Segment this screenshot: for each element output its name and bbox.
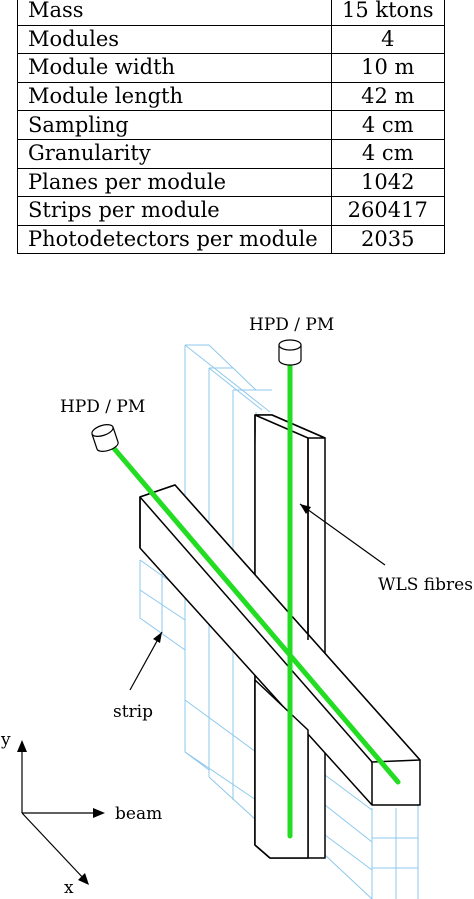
param-cell: Module length xyxy=(17,81,332,112)
value-cell: 42 m xyxy=(331,81,445,112)
param-cell: Planes per module xyxy=(17,167,332,198)
value-cell: 4 cm xyxy=(331,110,445,140)
param-cell: Module width xyxy=(17,53,332,83)
value-cell: 4 xyxy=(331,24,445,55)
param-cell: Modules xyxy=(17,24,332,55)
param-cell: Granularity xyxy=(17,138,332,169)
param-cell: Strips per module xyxy=(17,196,332,226)
wls-label: WLS fibres xyxy=(378,575,473,595)
value-cell: 4 cm xyxy=(331,138,445,169)
axis-y-label: y xyxy=(0,730,11,750)
value-cell: 2035 xyxy=(331,224,445,255)
value-cell: 15 ktons xyxy=(331,0,445,26)
param-cell: Sampling xyxy=(17,110,332,140)
hpd-top-label: HPD / PM xyxy=(249,315,334,335)
wls-arrow xyxy=(299,503,386,566)
detector-diagram: HPD / PM HPD / PM WLS fibres strip y bea… xyxy=(0,315,473,899)
hpd-top-icon xyxy=(278,339,302,366)
axis-beam-label: beam xyxy=(115,804,162,824)
param-cell: Mass xyxy=(17,0,332,26)
wls-fibres xyxy=(109,363,401,839)
axis-x-label: x xyxy=(64,878,74,898)
hpd-left-label: HPD / PM xyxy=(60,397,145,417)
strip-label: strip xyxy=(113,702,153,722)
coordinate-axes xyxy=(17,740,105,885)
value-cell: 1042 xyxy=(331,167,445,198)
strip-arrow xyxy=(129,631,163,691)
value-cell: 260417 xyxy=(331,196,445,226)
diagonal-fibre xyxy=(109,443,401,785)
param-cell: Photodetectors per module xyxy=(17,224,332,255)
vertical-bar-front xyxy=(254,438,309,859)
hpd-left-icon xyxy=(91,424,119,452)
value-cell: 10 m xyxy=(331,53,445,83)
